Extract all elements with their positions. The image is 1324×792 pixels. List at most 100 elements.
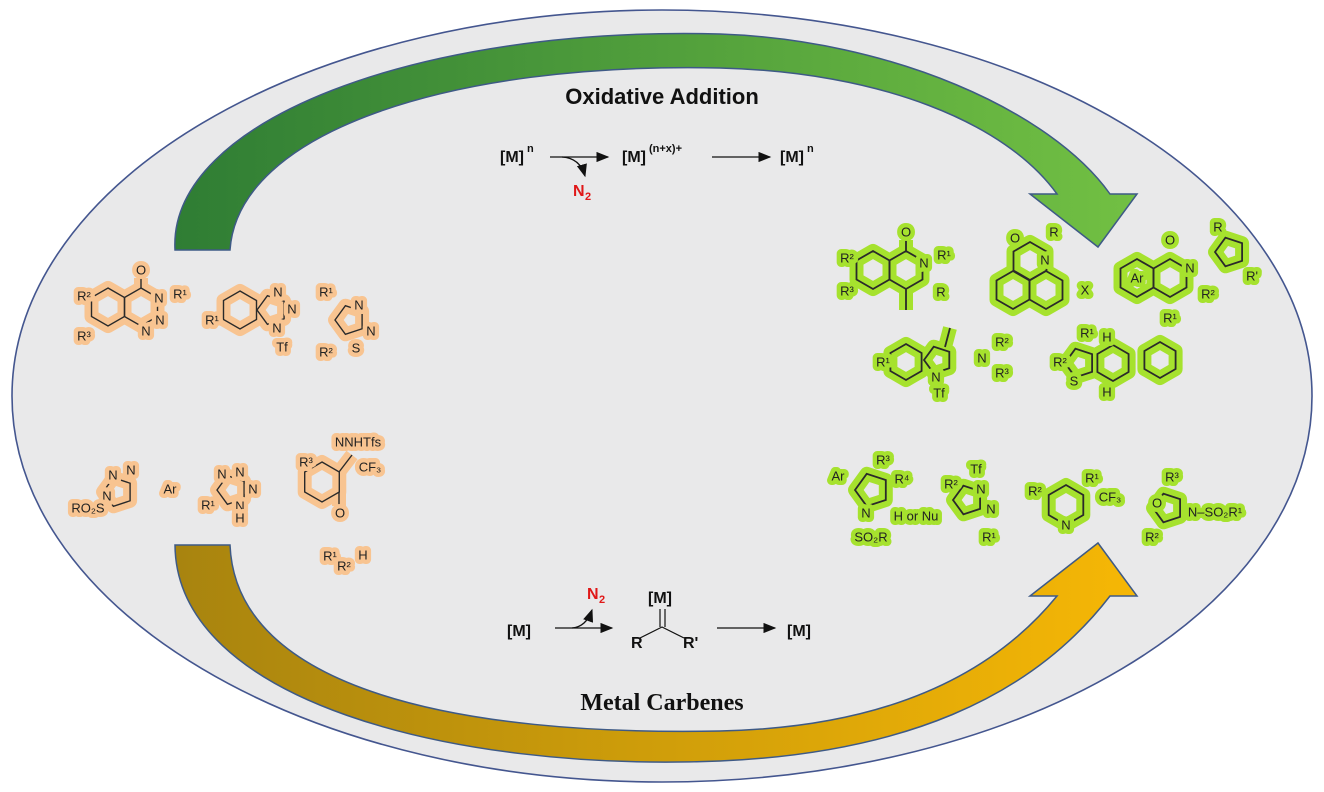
- bond: [338, 454, 353, 473]
- label: N: [155, 313, 164, 328]
- five-membered-ring: [1063, 347, 1093, 379]
- six-membered-ring: [1152, 257, 1188, 299]
- label: O: [1165, 233, 1175, 248]
- label: N: [154, 291, 163, 306]
- label: R: [1049, 225, 1058, 240]
- label: H: [358, 548, 367, 563]
- label: R²: [1053, 355, 1067, 370]
- label: R¹: [319, 285, 333, 300]
- label: R²: [1028, 484, 1042, 499]
- label: NNHTfs: [335, 435, 382, 450]
- label: Ar: [164, 482, 178, 497]
- label: R¹: [173, 287, 187, 302]
- metal-oxidized: [M]: [622, 149, 646, 166]
- label: R³: [1165, 470, 1179, 485]
- six-membered-ring: [1012, 240, 1048, 282]
- label: N: [126, 463, 135, 478]
- label: R¹: [937, 248, 951, 263]
- label: R²: [944, 477, 958, 492]
- label: Ar: [1131, 271, 1145, 286]
- label: N: [977, 351, 986, 366]
- five-membered-ring: [1151, 492, 1181, 524]
- label: O: [1010, 231, 1020, 246]
- metal-carbene-equation: [M] N 2 [M] R R' [M]: [507, 586, 811, 652]
- label: RO₂S: [71, 501, 105, 516]
- label: R³: [299, 455, 313, 470]
- label: R': [1246, 269, 1258, 284]
- label: R³: [840, 284, 854, 299]
- metal-carbenes-title: Metal Carbenes: [580, 690, 743, 716]
- label: R¹: [205, 313, 219, 328]
- five-membered-ring: [853, 472, 887, 508]
- label: N: [1040, 253, 1049, 268]
- label: S: [352, 341, 361, 356]
- substrate-benzotriazinone: R² R³ O N R¹ N N: [73, 258, 192, 348]
- label: N: [235, 499, 244, 514]
- label: R²: [995, 335, 1009, 350]
- product-pyrazoline: Tf R² N N R¹: [940, 457, 1001, 549]
- six-membered-ring: [889, 342, 923, 382]
- n2-release-arrow: [561, 156, 587, 178]
- n2-subscript: 2: [599, 594, 605, 606]
- product-fused-thiophene: R¹ R² S H H: [1049, 321, 1183, 404]
- label: O: [136, 263, 146, 278]
- n2-label: N: [573, 183, 585, 200]
- label: Ar: [832, 469, 846, 484]
- product-dihydropyridine: R² R¹ CF₃ N: [1024, 466, 1126, 537]
- product-isoquinolinone: R² R³ O N R¹ R: [836, 220, 956, 310]
- label: H: [1102, 330, 1111, 345]
- five-membered-ring: [334, 304, 363, 336]
- label: R¹: [1080, 326, 1094, 341]
- cycle-ellipse: [11, 9, 1313, 783]
- carbene-metal: [M]: [648, 590, 672, 607]
- label: R⁴: [895, 472, 910, 487]
- label: H: [1102, 385, 1111, 400]
- label: R³: [77, 329, 91, 344]
- label: N: [272, 321, 281, 336]
- label: CF₃: [359, 460, 382, 475]
- label: N: [366, 324, 375, 339]
- label: N: [141, 324, 150, 339]
- label: R²: [77, 289, 91, 304]
- product-phenanthridinone: O N R X: [989, 220, 1094, 316]
- label: N: [861, 506, 870, 521]
- label: R¹: [876, 355, 890, 370]
- label: N: [931, 370, 940, 385]
- metal-n-end: [M]: [780, 149, 804, 166]
- n2-release-arrow: [571, 608, 594, 629]
- label: R¹: [323, 549, 337, 564]
- label: X: [1081, 283, 1090, 298]
- label: N: [919, 256, 928, 271]
- label: N: [102, 489, 111, 504]
- label: O: [335, 506, 345, 521]
- label: R²: [1145, 530, 1159, 545]
- oxidation-state-sup: n: [807, 143, 814, 155]
- carbene-bonds: [639, 626, 685, 639]
- oxidative-addition-equation: [M] n N 2 [M] (n+x)+ [M] n: [500, 143, 814, 203]
- metal-end: [M]: [787, 623, 811, 640]
- label: R: [1213, 220, 1222, 235]
- product-pyrrolyl-isoquinolinone: Ar O N R R¹ R² R': [1113, 215, 1262, 330]
- six-membered-ring: [1143, 340, 1177, 380]
- label: H or Nu: [894, 509, 939, 524]
- oxidation-state-sup: n: [527, 143, 534, 155]
- five-membered-ring: [256, 294, 285, 326]
- label: R¹: [1163, 311, 1177, 326]
- substrate-aryl-hydrazone: R³ NNHTfs CF₃ O R¹ R² H: [295, 430, 386, 578]
- n2-subscript: 2: [585, 191, 591, 203]
- label: N: [235, 465, 244, 480]
- label: N: [287, 302, 296, 317]
- six-membered-ring: [1096, 343, 1130, 383]
- label: R²: [319, 345, 333, 360]
- label: S: [1070, 374, 1079, 389]
- five-membered-ring: [922, 345, 951, 375]
- label: CF₃: [1099, 490, 1122, 505]
- n2-label: N: [587, 586, 599, 603]
- oxidized-state-sup: (n+x)+: [649, 143, 682, 155]
- label: Tf: [933, 386, 945, 401]
- label: H: [235, 511, 244, 526]
- oxidative-addition-arrow: [174, 32, 1139, 251]
- label: Tf: [970, 462, 982, 477]
- six-membered-ring: [1047, 483, 1085, 527]
